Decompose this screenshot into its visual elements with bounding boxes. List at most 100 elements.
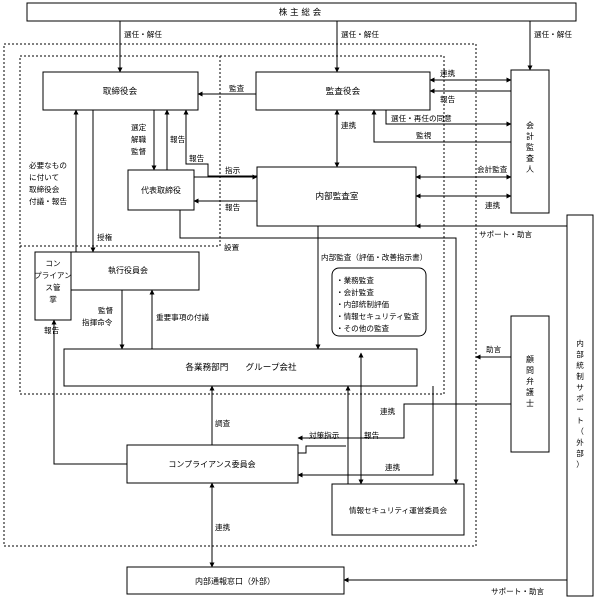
svg-text:各業務部門 グループ会社: 各業務部門 グループ会社 xyxy=(185,361,297,373)
svg-text:会計監査: 会計監査 xyxy=(477,164,508,174)
svg-text:報告: 報告 xyxy=(440,94,456,104)
svg-text:取締役会: 取締役会 xyxy=(103,85,138,97)
audit-items-list: ・業務監査 ・会計監査 ・内部統制評価 ・情報セキュリティ監査 ・その他の監査 xyxy=(331,267,427,337)
supervision-arrow xyxy=(371,109,511,143)
internal-audit-office-node: 内部監査室 xyxy=(256,166,417,227)
svg-text:代表取締役: 代表取締役 xyxy=(141,185,181,195)
svg-text:内部監査室: 内部監査室 xyxy=(316,190,359,202)
svg-text:サポート・助言: サポート・助言 xyxy=(491,586,545,596)
inner-frame xyxy=(19,55,445,395)
svg-text:部: 部 xyxy=(576,349,584,359)
company-frame xyxy=(3,43,477,547)
svg-text:ト: ト xyxy=(576,416,584,425)
svg-text:）: ） xyxy=(576,460,584,469)
svg-text:報告: 報告 xyxy=(364,430,380,440)
svg-text:・情報セキュリティ監査: ・情報セキュリティ監査 xyxy=(336,311,419,321)
svg-text:ー: ー xyxy=(576,405,584,414)
shareholders-node: 株 主 総 会 xyxy=(26,2,577,22)
svg-text:必要なもの: 必要なもの xyxy=(29,160,67,170)
svg-text:（: （ xyxy=(576,427,584,436)
svg-text:統: 統 xyxy=(576,360,584,370)
svg-text:連携: 連携 xyxy=(440,68,456,78)
cooperation-security-arrow xyxy=(297,386,434,478)
svg-text:会: 会 xyxy=(526,120,534,130)
svg-text:監視: 監視 xyxy=(416,130,432,140)
report-vertical-arrow xyxy=(51,319,127,465)
svg-text:報告: 報告 xyxy=(225,202,241,212)
svg-text:弁: 弁 xyxy=(526,376,534,386)
svg-text:・内部統制評価: ・内部統制評価 xyxy=(336,299,390,309)
svg-text:掌: 掌 xyxy=(49,294,57,304)
svg-text:指揮命令: 指揮命令 xyxy=(82,317,113,327)
svg-text:選任・解任: 選任・解任 xyxy=(124,29,162,39)
svg-text:指示: 指示 xyxy=(225,165,241,175)
svg-text:解職: 解職 xyxy=(131,134,147,144)
cooperation-lawyer-arrow xyxy=(297,403,511,441)
executive-committee-node: 執行役員会 xyxy=(70,251,200,291)
svg-text:内部監査（評価・改善指示書）: 内部監査（評価・改善指示書） xyxy=(321,252,427,262)
svg-text:情報セキュリティ運営委員会: 情報セキュリティ運営委員会 xyxy=(349,505,448,515)
svg-text:内: 内 xyxy=(576,338,584,348)
svg-text:プライアン: プライアン xyxy=(34,271,72,280)
svg-text:調査: 調査 xyxy=(215,418,231,428)
hotline-node: 内部通報窓口（外部） xyxy=(126,566,345,595)
audit-board-node: 監査役会 xyxy=(255,71,431,111)
compliance-manager-node: コン プライアン ス管 掌 xyxy=(34,251,72,321)
svg-text:に付いて: に付いて xyxy=(29,172,59,182)
svg-text:授権: 授権 xyxy=(97,232,113,242)
svg-text:制: 制 xyxy=(576,371,584,381)
svg-text:コン: コン xyxy=(45,259,60,268)
compliance-committee-node: コンプライアンス委員会 xyxy=(126,444,299,484)
svg-text:監: 監 xyxy=(526,142,534,152)
svg-text:重要事項の付議: 重要事項の付議 xyxy=(156,312,210,322)
svg-text:コンプライアンス委員会: コンプライアンス委員会 xyxy=(168,459,255,469)
svg-text:・その他の監査: ・その他の監査 xyxy=(336,323,390,333)
svg-text:選任・再任の同意: 選任・再任の同意 xyxy=(391,113,452,123)
svg-text:対策指示: 対策指示 xyxy=(309,430,340,440)
auditor-node: 会 計 監 査 人 xyxy=(510,69,550,214)
svg-text:付議・報告: 付議・報告 xyxy=(29,196,67,206)
svg-text:監督: 監督 xyxy=(98,305,114,315)
svg-text:護: 護 xyxy=(526,387,534,397)
svg-text:取締役会: 取締役会 xyxy=(29,184,60,194)
svg-text:執行役員会: 執行役員会 xyxy=(108,265,148,275)
connector-labels: 選任・解任 選任・解任 選任・解任 監査 連携 報告 選任・再任の同意 監視 連… xyxy=(29,29,572,596)
svg-text:選定: 選定 xyxy=(131,122,147,132)
svg-text:部: 部 xyxy=(576,448,584,458)
svg-text:人: 人 xyxy=(526,165,534,174)
svg-text:連携: 連携 xyxy=(385,462,401,472)
security-committee-node: 情報セキュリティ運営委員会 xyxy=(331,483,465,536)
internal-control-support-node: 内 部 統 制 サ ポ ー ト （ 外 部 ） xyxy=(566,214,594,597)
svg-text:選任・解任: 選任・解任 xyxy=(534,29,572,39)
svg-text:設置: 設置 xyxy=(224,242,240,252)
svg-text:連携: 連携 xyxy=(341,120,357,130)
svg-text:報告: 報告 xyxy=(170,134,186,144)
svg-text:サポート・助言: サポート・助言 xyxy=(479,229,533,239)
svg-text:助言: 助言 xyxy=(486,344,502,354)
representative-node: 代表取締役 xyxy=(127,169,195,211)
svg-text:・会計監査: ・会計監査 xyxy=(336,287,374,297)
svg-text:問: 問 xyxy=(526,366,534,375)
svg-text:士: 士 xyxy=(526,398,534,408)
svg-text:内部通報窓口（外部）: 内部通報窓口（外部） xyxy=(195,576,275,586)
svg-text:・業務監査: ・業務監査 xyxy=(336,275,374,285)
departments-node: 各業務部門 グループ会社 xyxy=(63,348,418,387)
svg-text:報告: 報告 xyxy=(44,325,60,335)
svg-text:監査: 監査 xyxy=(229,83,245,93)
svg-text:株 主 総 会: 株 主 総 会 xyxy=(279,6,322,18)
board-node: 取締役会 xyxy=(42,71,199,111)
svg-text:監督: 監督 xyxy=(131,146,147,156)
svg-text:サ: サ xyxy=(576,383,584,392)
report-office-board-arrow xyxy=(183,109,257,177)
svg-text:査: 査 xyxy=(526,153,534,163)
svg-text:連携: 連携 xyxy=(215,522,231,532)
svg-text:連携: 連携 xyxy=(380,406,396,416)
svg-text:連携: 連携 xyxy=(485,200,501,210)
svg-text:ス管: ス管 xyxy=(45,282,61,292)
svg-text:報告: 報告 xyxy=(189,153,205,163)
countermeasure-link xyxy=(298,445,346,454)
svg-text:監査役会: 監査役会 xyxy=(326,85,361,97)
svg-text:計: 計 xyxy=(526,131,534,141)
